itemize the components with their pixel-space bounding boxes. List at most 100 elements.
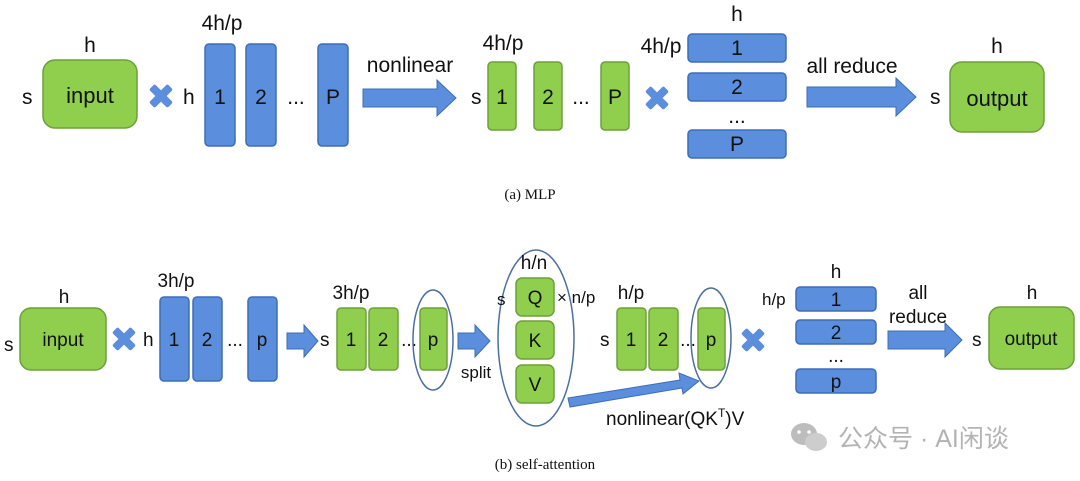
attn-split-label: split — [461, 363, 492, 382]
attn-weight1-label-p: p — [257, 330, 268, 351]
multiply-icon-stroke — [112, 327, 136, 351]
watermark: 公众号 · AI闲谈 — [791, 423, 1009, 453]
mlp-act-label-2: 2 — [542, 86, 554, 109]
arrow-right-icon — [286, 323, 319, 359]
attn-act2-highlight-oval — [690, 287, 732, 389]
attn-output-label: output — [1005, 329, 1059, 350]
attn-k-box — [515, 320, 555, 360]
mlp-act-column-2 — [533, 61, 563, 131]
mlp-weight1-side-label: h — [183, 86, 195, 109]
attn-act-highlight-oval — [412, 289, 454, 391]
multiply-icon-stroke — [149, 84, 173, 108]
mlp-weight2-row-2 — [687, 72, 787, 102]
attention-diagram: h s input h 3h/p 1 2 ... p s 3h/p 1 2 ..… — [4, 249, 1075, 473]
attn-weight1-column-2 — [192, 296, 223, 382]
mlp-weight1-column-2 — [245, 43, 277, 147]
mlp-weight1-top-label: 4h/p — [202, 12, 243, 35]
attn-weight2-label-2: 2 — [831, 323, 842, 344]
attn-weight2-row-1 — [795, 286, 877, 312]
attn-input-side-label: s — [4, 335, 14, 356]
attn-output-box — [988, 306, 1075, 370]
arrow-right-icon — [806, 76, 917, 118]
attn-output-top-label: h — [1027, 283, 1038, 304]
attn-output-side-label: s — [972, 330, 982, 351]
attn-act2-side-label: s — [600, 330, 610, 351]
attn-act-column-2 — [368, 307, 399, 371]
attn-weight1-ellipsis: ... — [227, 330, 243, 351]
attn-act2-ellipsis: ... — [680, 330, 696, 351]
mlp-output-side-label: s — [930, 86, 941, 109]
mlp-weight2-row-1 — [687, 33, 787, 63]
mlp-weight1-label-1: 1 — [214, 86, 226, 109]
attn-weight1-label-2: 2 — [202, 330, 213, 351]
mlp-act-top-label: 4h/p — [483, 32, 524, 55]
attn-caption: (b) self-attention — [495, 457, 596, 473]
attn-k-label: K — [529, 331, 542, 352]
mlp-output-box — [949, 61, 1045, 133]
attn-act-side-label: s — [320, 330, 330, 351]
attn-act-label-2: 2 — [378, 330, 389, 351]
mlp-act-label-p: P — [608, 86, 622, 109]
attn-act2-column-2 — [648, 307, 679, 371]
multiply-icon — [112, 327, 136, 351]
attn-weight1-column-p — [247, 296, 278, 382]
attn-weight1-label-1: 1 — [169, 330, 180, 351]
attn-q-box — [515, 277, 555, 317]
mlp-input-label: input — [66, 83, 114, 108]
attn-weight1-side-label: h — [143, 330, 154, 351]
mlp-all-reduce-label: all reduce — [806, 55, 897, 78]
mlp-caption: (a) MLP — [504, 187, 555, 203]
multiply-icon — [149, 84, 173, 108]
mlp-weight2-label-p: P — [730, 133, 744, 156]
attn-weight2-label-p: p — [831, 372, 842, 393]
attn-act-column-p — [419, 307, 448, 371]
attn-act2-top-label: h/p — [618, 283, 644, 304]
arrow-right-icon — [457, 323, 491, 359]
attn-all-reduce-label-line2: reduce — [889, 307, 947, 328]
mlp-weight2-top-label: h — [731, 3, 743, 26]
attn-qkv-right-label: × n/p — [557, 288, 595, 307]
attn-act2-label-2: 2 — [658, 330, 669, 351]
attn-act-label-1: 1 — [346, 330, 357, 351]
attn-act-label-p: p — [428, 330, 439, 351]
mlp-input-top-label: h — [84, 34, 96, 57]
attn-v-box — [515, 364, 555, 404]
attn-weight2-side-label: h/p — [762, 290, 786, 309]
arrow-right-icon — [567, 372, 700, 408]
attn-weight1-column-1 — [159, 296, 190, 382]
mlp-weight2-label-2: 2 — [731, 76, 743, 99]
attn-weight1-top-label: 3h/p — [158, 271, 195, 292]
attn-act2-label-p: p — [706, 330, 717, 351]
arrow-right-icon — [887, 321, 963, 359]
mlp-nonlinear-label: nonlinear — [367, 54, 453, 77]
mlp-act-label-1: 1 — [496, 86, 508, 109]
multiply-icon — [645, 86, 669, 110]
mlp-weight1-column-p — [317, 43, 349, 147]
mlp-weight1-ellipsis: ... — [287, 86, 305, 109]
wechat-icon — [791, 423, 827, 451]
attn-weight2-row-2 — [795, 319, 877, 345]
attn-all-reduce-label-line1: all — [908, 283, 927, 304]
attn-weight2-label-1: 1 — [831, 290, 842, 311]
multiply-icon-stroke — [741, 328, 765, 352]
attn-act2-label-1: 1 — [626, 330, 637, 351]
attn-weight2-ellipsis: ... — [828, 346, 844, 367]
attn-act-ellipsis: ... — [401, 330, 417, 351]
attn-qkv-top-label: h/n — [521, 253, 547, 274]
mlp-diagram: h s input h 4h/p 1 2 ... P nonlinear s 4… — [22, 3, 1045, 203]
mlp-output-label: output — [966, 86, 1027, 111]
attn-act2-column-1 — [616, 307, 647, 371]
watermark-text: 公众号 · AI闲谈 — [838, 425, 1009, 453]
attn-v-label: V — [529, 375, 542, 396]
attn-weight2-top-label: h — [831, 262, 842, 283]
mlp-act-ellipsis: ... — [572, 86, 590, 109]
mlp-input-side-label: s — [22, 86, 33, 109]
arrow-right-icon — [362, 78, 457, 118]
attn-nonlinear-label: nonlinear(QKT)V — [606, 406, 745, 430]
mlp-weight1-label-p: P — [326, 86, 340, 109]
attn-qkv-oval — [497, 249, 575, 427]
mlp-weight2-row-p — [687, 129, 787, 159]
mlp-weight1-column-1 — [204, 43, 236, 147]
mlp-weight1-label-2: 2 — [255, 86, 267, 109]
